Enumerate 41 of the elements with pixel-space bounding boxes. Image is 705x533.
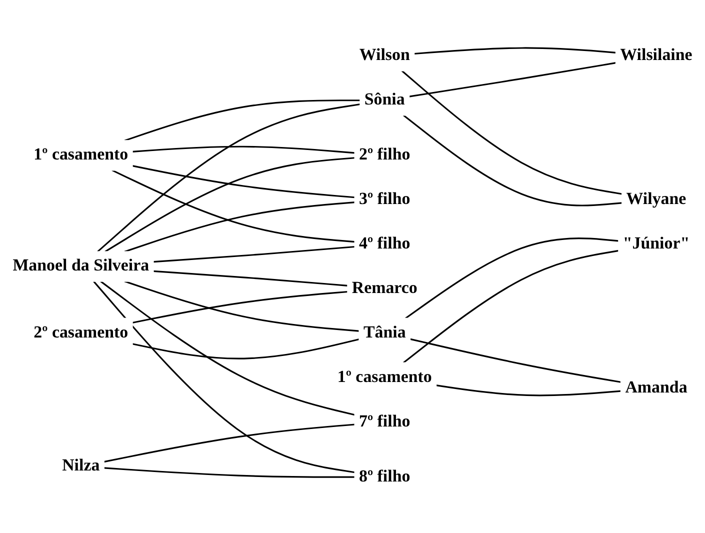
- node-text: Manoel da Silveira: [12, 256, 150, 275]
- connector: [132, 165, 355, 198]
- node-text: 8º filho: [359, 468, 410, 486]
- node-text: 1º casamento: [34, 146, 128, 164]
- connector: [153, 270, 348, 286]
- connector: [97, 103, 360, 252]
- node-text: Wilyane: [626, 190, 686, 208]
- node-text: 1º casamento: [337, 368, 432, 386]
- connector: [124, 100, 360, 142]
- connector: [132, 338, 360, 360]
- node-text: Amanda: [625, 378, 688, 397]
- connector: [124, 202, 355, 252]
- connector: [104, 467, 355, 478]
- node-text: "Júnior": [622, 234, 690, 253]
- node-text: Wilson: [359, 46, 410, 64]
- node-text: Sônia: [364, 90, 405, 109]
- node-text: 3º filho: [359, 190, 410, 208]
- connector: [408, 62, 616, 98]
- connector: [132, 290, 348, 324]
- connector: [410, 338, 622, 383]
- connector: [104, 157, 355, 252]
- connector: [132, 146, 355, 154]
- node-text: Wilsilaine: [620, 46, 692, 64]
- connector: [100, 280, 355, 416]
- connector: [402, 250, 619, 364]
- node-text: Nilza: [62, 456, 100, 475]
- node-text: Remarco: [352, 279, 418, 298]
- connector: [401, 70, 622, 195]
- connector: [153, 246, 355, 263]
- node-text: 4º filho: [359, 234, 410, 253]
- connector: [124, 280, 360, 332]
- connector: [104, 424, 355, 463]
- connector: [436, 384, 622, 396]
- node-text: 2º filho: [359, 146, 410, 164]
- node-text: Tânia: [363, 324, 406, 342]
- node-text: 7º filho: [359, 412, 410, 430]
- connector: [402, 114, 622, 206]
- connector: [93, 280, 355, 474]
- connector: [414, 47, 616, 55]
- connector: [405, 238, 619, 319]
- connector: [112, 170, 355, 243]
